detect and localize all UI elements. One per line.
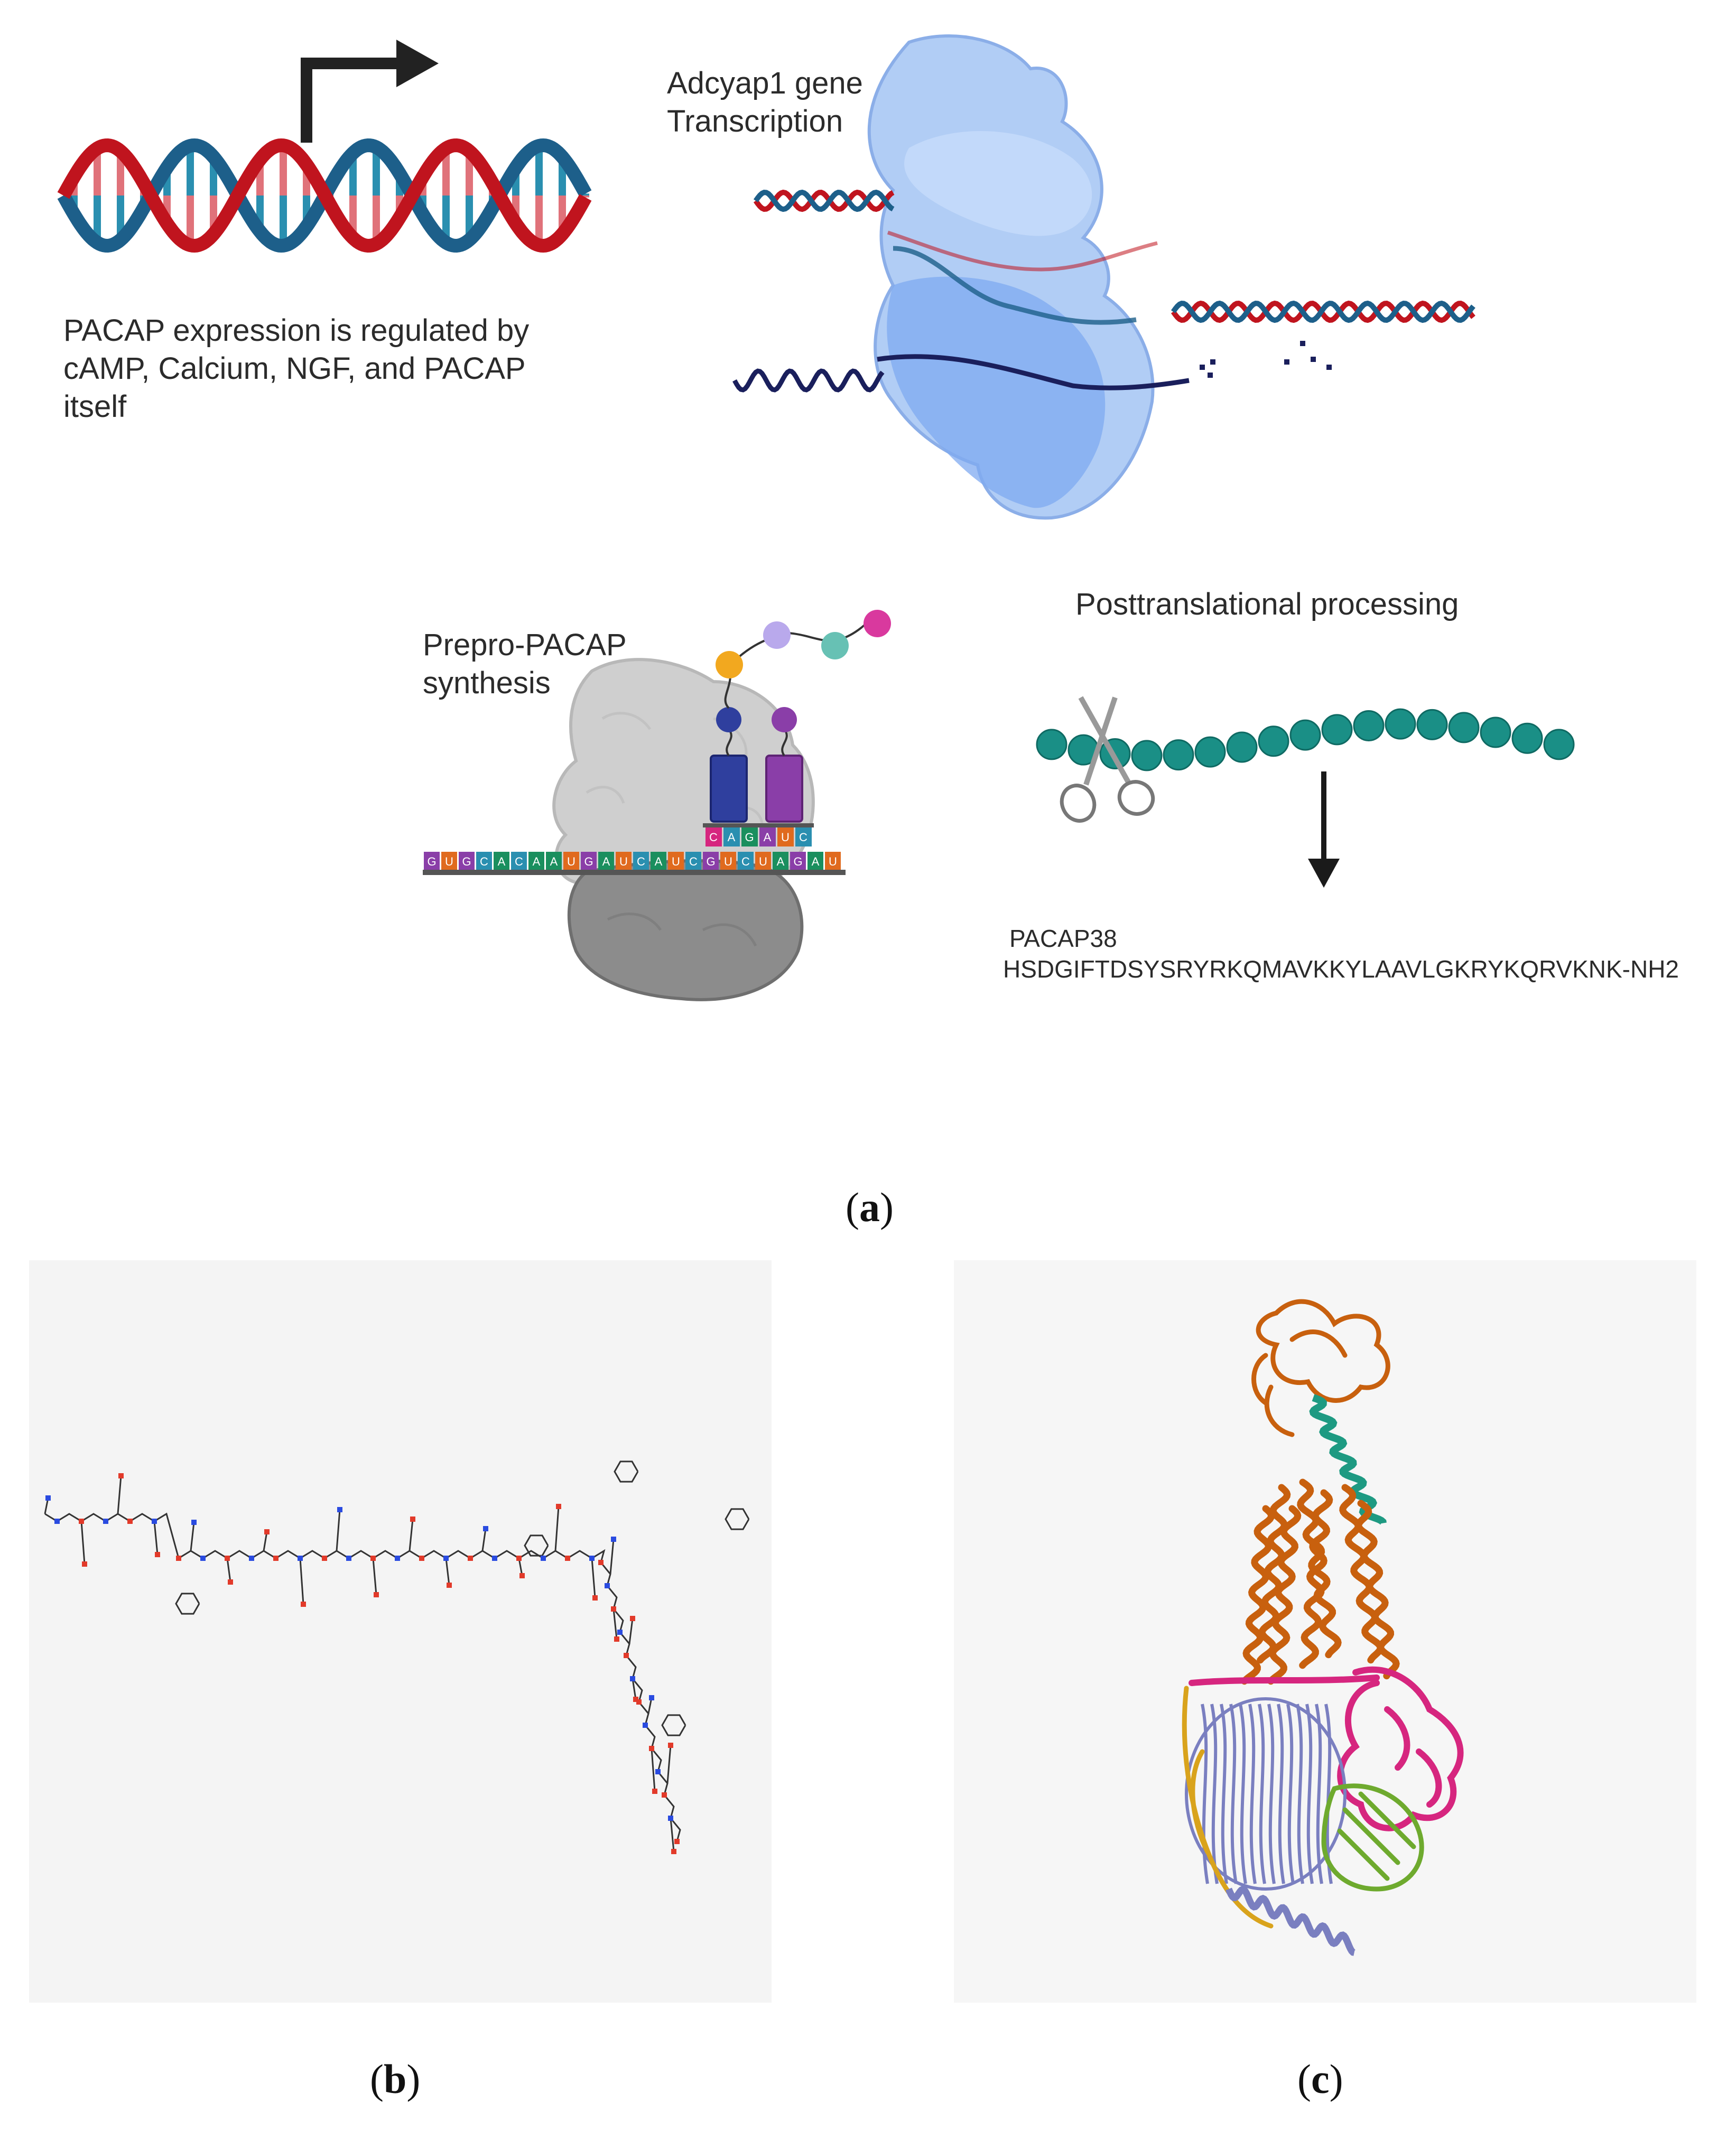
mrna-base: A bbox=[602, 855, 610, 868]
transcription-label-line1: Adcyap1 gene bbox=[667, 66, 863, 100]
panel-b-structure bbox=[29, 1260, 772, 2003]
mrna-base: G bbox=[793, 855, 802, 868]
trna-base: C bbox=[799, 831, 807, 844]
panel-c-label: (c) bbox=[1297, 2056, 1343, 2102]
mrna-base: U bbox=[672, 855, 680, 868]
mrna-base: A bbox=[777, 855, 785, 868]
mrna-base: A bbox=[812, 855, 820, 868]
panel-b-label: (b) bbox=[370, 2056, 421, 2102]
mrna-base: C bbox=[480, 855, 488, 868]
mrna-base: G bbox=[584, 855, 593, 868]
dna-helix-icon bbox=[57, 40, 592, 253]
mrna-base: C bbox=[637, 855, 645, 868]
panel-c-structure bbox=[954, 1260, 1696, 2003]
synthesis-label-line1: Prepro-PACAP bbox=[423, 628, 627, 662]
mrna-base: C bbox=[515, 855, 523, 868]
scissors-icon bbox=[1060, 696, 1155, 823]
trna-base: A bbox=[728, 831, 736, 844]
trna-base: C bbox=[709, 831, 718, 844]
peptide-name: PACAP38 bbox=[1009, 925, 1117, 952]
synthesis-label: Prepro-PACAP synthesis bbox=[423, 626, 687, 702]
protein-ribbon-icon bbox=[1182, 1299, 1464, 1956]
mrna-base: A bbox=[655, 855, 663, 868]
chemical-structure-icon bbox=[44, 1460, 750, 1854]
peptide-sequence: HSDGIFTDSYSRYRKQMAVKKYLAAVLGKRYKQRVKNK-N… bbox=[1003, 955, 1679, 983]
mrna-base: A bbox=[533, 855, 541, 868]
mrna-base: G bbox=[706, 855, 715, 868]
transcription-label-line2: Transcription bbox=[667, 104, 843, 138]
mrna-base: A bbox=[498, 855, 506, 868]
dna-caption: PACAP expression is regulated by cAMP, C… bbox=[63, 313, 530, 424]
synthesis-label-line2: synthesis bbox=[423, 666, 551, 700]
trna-base: U bbox=[781, 831, 790, 844]
panel-b-letter: b bbox=[383, 2056, 407, 2102]
panel-a-letter: a bbox=[859, 1184, 880, 1230]
mrna-base: C bbox=[689, 855, 698, 868]
panel-c-letter: c bbox=[1311, 2056, 1330, 2102]
mrna-base: U bbox=[567, 855, 575, 868]
mrna-base: U bbox=[619, 855, 628, 868]
mrna-base: G bbox=[462, 855, 471, 868]
peptide-chain-icon bbox=[1036, 696, 1575, 888]
mrna-base: U bbox=[759, 855, 767, 868]
trna-base: A bbox=[764, 831, 772, 844]
processing-label: Posttranslational processing bbox=[1075, 587, 1459, 621]
transcription-start-arrow-icon bbox=[301, 58, 407, 143]
rna-polymerase-icon bbox=[732, 34, 1475, 520]
transcription-label: Adcyap1 gene Transcription bbox=[667, 64, 984, 141]
trna-base: G bbox=[745, 831, 754, 844]
mrna-base: U bbox=[445, 855, 453, 868]
mrna-base: C bbox=[741, 855, 750, 868]
mrna-base: G bbox=[427, 855, 436, 868]
panel-a-label: (a) bbox=[846, 1184, 894, 1230]
mrna-base: U bbox=[829, 855, 837, 868]
mrna-base: A bbox=[550, 855, 558, 868]
mrna-base: U bbox=[724, 855, 732, 868]
